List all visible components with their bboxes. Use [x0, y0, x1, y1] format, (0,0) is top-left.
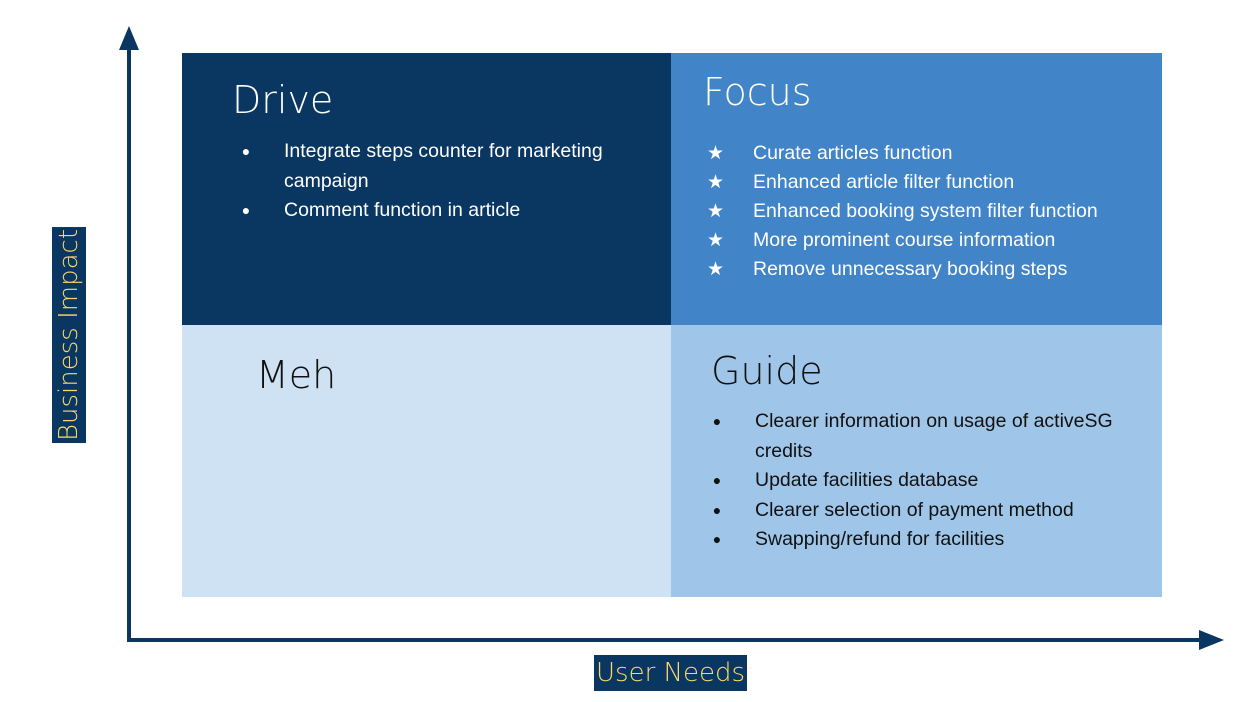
list-item: ● Update facilities database — [709, 466, 1129, 496]
list-item: ● Clearer information on usage of activeS… — [709, 407, 1129, 466]
list-item-text: Integrate steps counter for marketing ca… — [284, 140, 603, 192]
quadrant-drive: Drive ● Integrate steps counter for marke… — [182, 53, 671, 325]
list-item: ★ More prominent course information — [707, 226, 1152, 255]
star-bullet-icon: ★ — [707, 201, 725, 222]
focus-list: ★ Curate articles function ★ Enhanced artic… — [707, 139, 1152, 284]
list-item-text: Update facilities database — [755, 469, 979, 491]
list-item-text: Enhanced booking system filter function — [753, 200, 1098, 222]
star-bullet-icon: ★ — [707, 259, 725, 280]
y-axis-arrowhead — [119, 26, 139, 50]
list-item-text: Enhanced article filter function — [753, 171, 1015, 193]
quadrant-title-meh: Meh — [256, 353, 337, 397]
dot-bullet-icon: ● — [712, 472, 722, 488]
x-axis-arrowhead — [1199, 630, 1224, 650]
list-item-text: Swapping/refund for facilities — [755, 528, 1005, 550]
list-item-text: Clearer information on usage of activeSG… — [755, 410, 1113, 462]
guide-list: ● Clearer information on usage of activeS… — [709, 407, 1129, 555]
quadrant-meh: Meh — [182, 325, 671, 597]
list-item: ● Comment function in article — [238, 196, 658, 226]
x-axis-label: User Needs — [594, 655, 748, 691]
list-item: ● Integrate steps counter for marketing c… — [238, 137, 658, 196]
dot-bullet-icon: ● — [241, 143, 251, 159]
list-item-text: Clearer selection of payment method — [755, 498, 1074, 521]
list-item-text: Remove unnecessary booking steps — [753, 258, 1068, 280]
dot-bullet-icon: ● — [712, 413, 722, 429]
list-item-text: Comment function in article — [284, 199, 521, 221]
list-item-text: Curate articles function — [753, 142, 953, 164]
star-bullet-icon: ★ — [707, 143, 725, 164]
quadrant-title-drive: Drive — [232, 78, 334, 122]
list-item: ★ Enhanced article filter function — [707, 168, 1152, 197]
list-item-text: More prominent course information — [753, 229, 1056, 251]
dot-bullet-icon: ● — [712, 501, 722, 518]
quadrant-focus: Focus ★ Curate articles function ★ Enhanced… — [671, 53, 1162, 325]
star-bullet-icon: ★ — [707, 230, 725, 251]
star-bullet-icon: ★ — [707, 172, 725, 193]
drive-list: ● Integrate steps counter for marketing c… — [238, 137, 658, 226]
quadrant-title-focus: Focus — [703, 70, 812, 114]
quadrant-title-guide: Guide — [711, 349, 823, 393]
list-item: ● Clearer selection of payment method — [709, 496, 1129, 526]
dot-bullet-icon: ● — [241, 202, 251, 218]
y-axis-label: Business Impact — [52, 226, 86, 444]
list-item: ★ Remove unnecessary booking steps — [707, 255, 1152, 284]
quadrant-guide: Guide ● Clearer information on usage of a… — [671, 325, 1162, 597]
list-item: ★ Enhanced booking system filter function — [707, 197, 1152, 226]
dot-bullet-icon: ● — [712, 531, 722, 547]
list-item: ● Swapping/refund for facilities — [709, 525, 1129, 555]
list-item: ★ Curate articles function — [707, 139, 1152, 168]
